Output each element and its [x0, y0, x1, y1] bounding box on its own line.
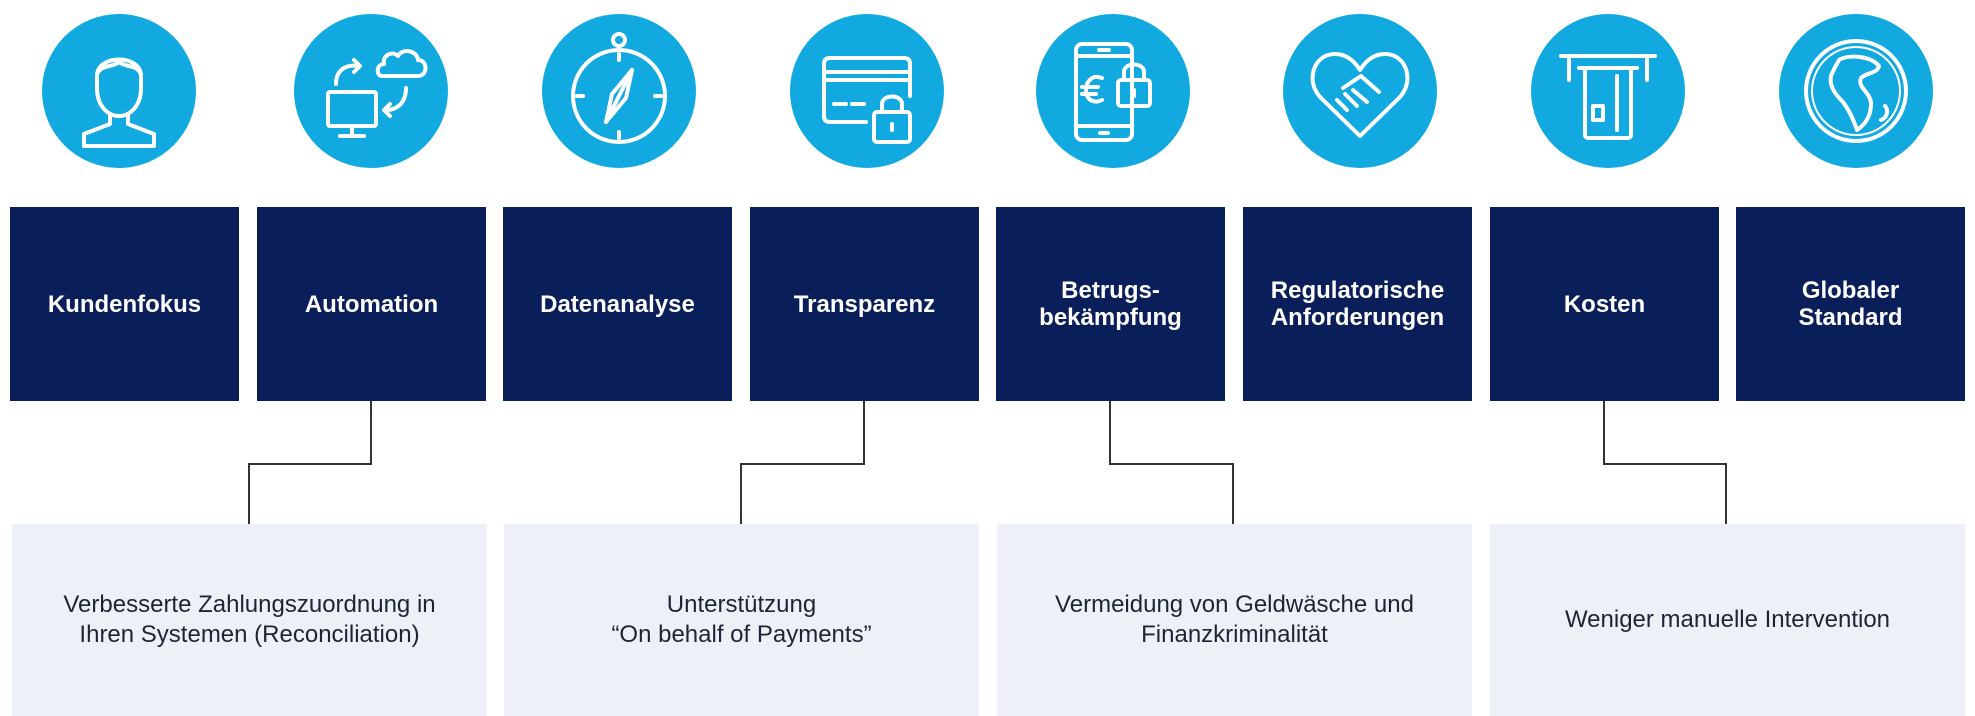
connector-transparenz-to-on-behalf — [740, 401, 865, 524]
category-label: Automation — [304, 290, 439, 318]
category-box-automation: Automation — [257, 207, 486, 401]
category-label: Datenanalyse — [540, 290, 695, 318]
compass-icon — [542, 14, 696, 168]
result-text: Verbesserte Zahlungszuordnung in Ihren S… — [63, 591, 436, 648]
category-label: Kundenfokus — [47, 290, 202, 318]
globe-icon — [1779, 14, 1933, 168]
category-box-datenanalyse: Datenanalyse — [503, 207, 732, 401]
category-box-kundenfokus: Kundenfokus — [10, 207, 239, 401]
category-box-transparenz: Transparenz — [750, 207, 979, 401]
result-text: Weniger manuelle Intervention — [1564, 606, 1891, 633]
category-label: Betrugs- bekämpfung — [1039, 277, 1182, 331]
credit-card-lock-icon — [790, 14, 944, 168]
category-box-kosten: Kosten — [1490, 207, 1719, 401]
connector-kosten-to-intervention — [1603, 401, 1727, 524]
result-text: Vermeidung von Geldwäsche und Finanzkrim… — [1055, 591, 1414, 648]
category-label: Globaler Standard — [1798, 277, 1903, 331]
handshake-heart-icon — [1283, 14, 1437, 168]
result-text: Unterstützung “On behalf of Payments” — [611, 591, 872, 648]
category-label: Kosten — [1563, 290, 1646, 318]
category-box-globaler-standard: Globaler Standard — [1736, 207, 1965, 401]
category-box-betrugsbekaempfung: Betrugs- bekämpfung — [996, 207, 1225, 401]
atm-card-icon — [1531, 14, 1685, 168]
result-box-manuelle-intervention: Weniger manuelle Intervention — [1490, 524, 1965, 716]
result-box-reconciliation: Verbesserte Zahlungszuordnung in Ihren S… — [12, 524, 487, 716]
connector-betrug-to-geldwaesche — [1109, 401, 1234, 524]
result-box-geldwaesche: Vermeidung von Geldwäsche und Finanzkrim… — [997, 524, 1472, 716]
category-box-regulatorische-anforderungen: Regulatorische Anforderungen — [1243, 207, 1472, 401]
person-icon — [42, 14, 196, 168]
category-label: Regulatorische Anforderungen — [1270, 277, 1445, 331]
category-label: Transparenz — [793, 290, 936, 318]
phone-euro-lock-icon — [1036, 14, 1190, 168]
result-box-on-behalf-of-payments: Unterstützung “On behalf of Payments” — [504, 524, 979, 716]
computer-cloud-sync-icon — [294, 14, 448, 168]
connector-automation-to-reconciliation — [248, 401, 372, 524]
